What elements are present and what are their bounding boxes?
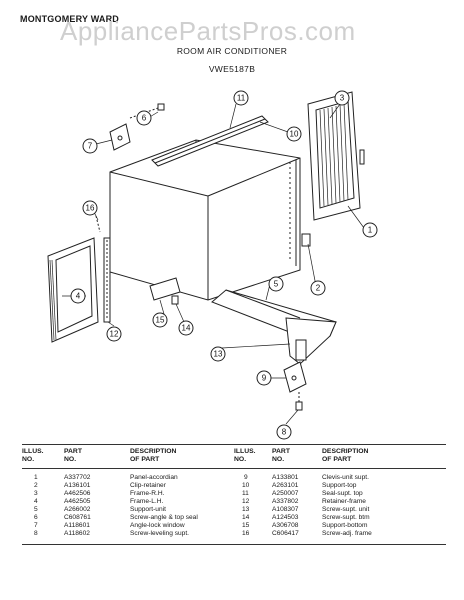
leveling-screw-drawing	[295, 392, 303, 411]
callout-13: 13	[214, 350, 223, 359]
callout-7: 7	[88, 142, 93, 151]
callout-6: 6	[142, 114, 147, 123]
callout-10: 10	[290, 130, 299, 139]
header-part-right: PART NO.	[272, 448, 290, 463]
header-illus-left: ILLUS. NO.	[22, 448, 44, 463]
callout-8: 8	[282, 428, 287, 437]
header-illus-right: ILLUS. NO.	[234, 448, 256, 463]
left-frame-drawing	[47, 237, 99, 343]
leader-lines	[62, 103, 365, 425]
header-part-left: PART NO.	[64, 448, 82, 463]
watermark: AppliancePartsPros.com	[60, 16, 356, 46]
callout-5: 5	[274, 280, 279, 289]
callout-15: 15	[156, 316, 165, 325]
header-desc-right: DESCRIPTION OF PART	[322, 448, 369, 463]
page-title: ROOM AIR CONDITIONER	[176, 46, 288, 56]
table-top-rule	[22, 444, 446, 445]
brand-name: MONTGOMERY WARD	[20, 14, 119, 24]
angle-lock-drawing	[109, 103, 165, 151]
callout-11: 11	[237, 94, 246, 103]
callout-16: 16	[86, 204, 95, 213]
clip-retainer-drawing	[301, 233, 311, 247]
header-desc-left: DESCRIPTION OF PART	[130, 448, 177, 463]
top-support-drawing	[151, 115, 269, 167]
retainer-frame-drawing	[103, 237, 111, 323]
clevis-drawing	[283, 361, 307, 393]
callout-labels: 1 2 3 4 5 6 7 8 9 10 11 12 13 14 15 16	[76, 94, 373, 437]
callout-circles	[70, 90, 378, 440]
table-header-rule	[22, 468, 446, 469]
callout-2: 2	[316, 284, 321, 293]
right-frame-drawing	[307, 91, 365, 221]
bottom-support-drawing	[149, 277, 181, 305]
callout-9: 9	[262, 374, 267, 383]
callout-1: 1	[368, 226, 373, 235]
callout-12: 12	[110, 330, 119, 339]
model-number: VWE5187B	[208, 64, 256, 74]
callout-14: 14	[182, 324, 191, 333]
exploded-view-diagram: 1 2 3 4 5 6 7 8 9 10 11 12 13 14 15 16	[47, 90, 378, 440]
callout-3: 3	[340, 94, 345, 103]
callout-4: 4	[76, 292, 81, 301]
table-bottom-rule	[22, 544, 446, 545]
cabinet-drawing	[109, 139, 301, 301]
support-unit-drawing	[211, 289, 337, 365]
